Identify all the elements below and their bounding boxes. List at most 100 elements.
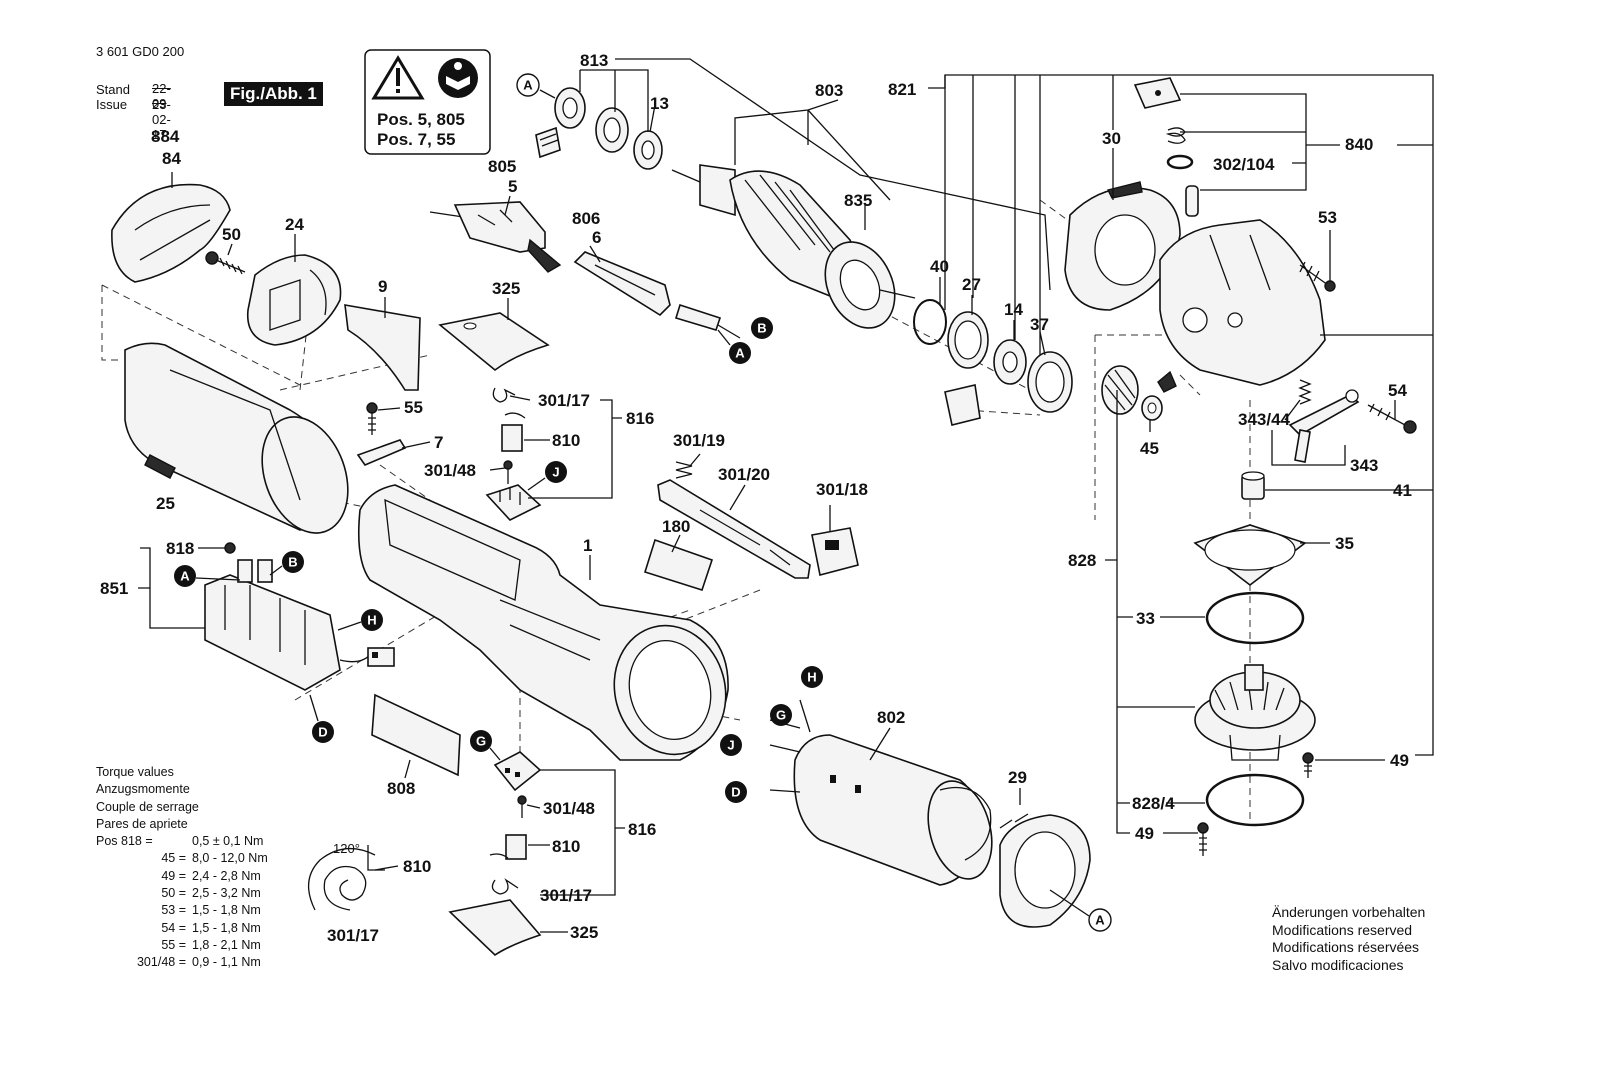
armature-835 [671, 164, 916, 329]
gear-housing [1159, 219, 1326, 386]
part-label: 27 [962, 275, 981, 294]
spring-element [944, 384, 981, 426]
part-label: 25 [156, 494, 175, 513]
air-guide-29 [999, 813, 1091, 928]
flange-35 [1193, 524, 1307, 587]
brush-holder-top [485, 484, 542, 521]
svg-text:J: J [552, 465, 559, 480]
ref-marker-A: A [729, 342, 751, 364]
part-label: 301/19 [673, 431, 725, 450]
part-label: 301/18 [816, 480, 868, 499]
warning-triangle-icon [371, 55, 425, 100]
ref-marker-D: D [725, 781, 747, 803]
part-label: 821 [888, 80, 916, 99]
part-label: 818 [166, 539, 194, 558]
torque-row: 50 =2,5 - 3,2 Nm [161, 886, 261, 901]
spindle-gear-828 [1194, 664, 1316, 761]
part-label: 301/17 [327, 926, 379, 945]
note-en: Modifications reserved [1272, 921, 1413, 938]
issue-label: Issue [96, 97, 128, 112]
part-label: 13 [650, 94, 669, 113]
part-label: 301/48 [424, 461, 476, 480]
strain-relief-7 [356, 439, 407, 466]
part-label: 828 [1068, 551, 1096, 570]
bearing-holder-37 [1027, 351, 1073, 413]
torque-row: 55 =1,8 - 2,1 Nm [161, 937, 261, 952]
screw-55 [366, 402, 378, 435]
part-label: 343 [1350, 456, 1378, 475]
part-label: 5 [508, 177, 517, 196]
part-label: 301/48 [543, 799, 595, 818]
part-label: 180 [662, 517, 690, 536]
read-manual-icon [438, 58, 478, 98]
screw-50 [205, 251, 246, 275]
ref-marker-B: B [269, 551, 304, 576]
part-label: 30 [1102, 129, 1121, 148]
part-label: 813 [580, 51, 608, 70]
brush-spring-top [492, 387, 516, 403]
ref-marker-H: H [337, 609, 383, 631]
ref-marker-A: A [174, 565, 241, 587]
warning-box: Pos. 5, 805 Pos. 7, 55 [364, 49, 491, 155]
note-es: Salvo modificaciones [1272, 956, 1404, 973]
torque-heading-en: Torque values [96, 765, 174, 779]
part-label: 301/17 [540, 886, 592, 905]
screw-49-right [1302, 752, 1314, 778]
svg-text:J: J [727, 738, 734, 753]
part-label: 50 [222, 225, 241, 244]
ref-marker-G: G [770, 704, 792, 726]
part-label: 810 [552, 431, 580, 450]
part-label: 810 [552, 837, 580, 856]
ref-marker-B: B [751, 317, 773, 339]
spring-302 [1165, 127, 1186, 144]
svg-text:A: A [180, 569, 190, 584]
ref-marker-J: J [527, 461, 567, 491]
ref-marker-D: D [309, 694, 334, 743]
part-label: 41 [1393, 481, 1412, 500]
torque-row: Pos 818 =0,5 ± 0,1 Nm [96, 834, 264, 849]
part-label: 810 [403, 857, 431, 876]
part-label: 55 [404, 398, 423, 417]
circlip-40 [913, 299, 947, 345]
o-ring-302 [1166, 154, 1194, 170]
part-label: 54 [1388, 381, 1407, 400]
spring-343-44 [1298, 379, 1312, 405]
o-ring-828-4 [1205, 773, 1305, 827]
part-label: 301/17 [538, 391, 590, 410]
spindle-lock-button [1133, 77, 1182, 109]
part-label: 884 [151, 127, 180, 146]
main-housing-1 [357, 484, 729, 761]
part-label: 14 [1004, 300, 1023, 319]
svg-text:A: A [735, 346, 745, 361]
part-label: 6 [592, 228, 601, 247]
electronics-module-851 [204, 559, 371, 691]
torque-heading-es: Pares de apriete [96, 816, 188, 831]
carbon-brush-bottom [489, 834, 527, 860]
part-label: 851 [100, 579, 128, 598]
guard-30 [1064, 181, 1181, 311]
spring-301-19 [675, 461, 693, 479]
part-label: 7 [434, 433, 443, 452]
screw-818 [224, 542, 236, 554]
pin-302 [1185, 185, 1199, 217]
part-label: 35 [1335, 534, 1354, 553]
label-180 [643, 538, 714, 591]
label-808 [371, 693, 461, 777]
ring-27 [947, 311, 989, 369]
screw-54 [1367, 403, 1417, 434]
part-label: 301/20 [718, 465, 770, 484]
part-label: 325 [492, 279, 520, 298]
svg-text:G: G [776, 708, 786, 723]
switch-rod-301-20 [657, 479, 811, 579]
ref-marker-H: H [801, 666, 823, 688]
svg-text:B: B [288, 555, 297, 570]
label-9 [344, 304, 421, 391]
pinion-gear [1101, 365, 1139, 415]
part-label: 808 [387, 779, 415, 798]
part-labels: 813 803 821 13 884 84 805 5 806 6 835 30… [100, 51, 1412, 945]
torque-heading-de: Anzugsmomente [96, 782, 190, 797]
part-label: 325 [570, 923, 598, 942]
part-label: 53 [1318, 208, 1337, 227]
nut-45 [1141, 395, 1163, 421]
